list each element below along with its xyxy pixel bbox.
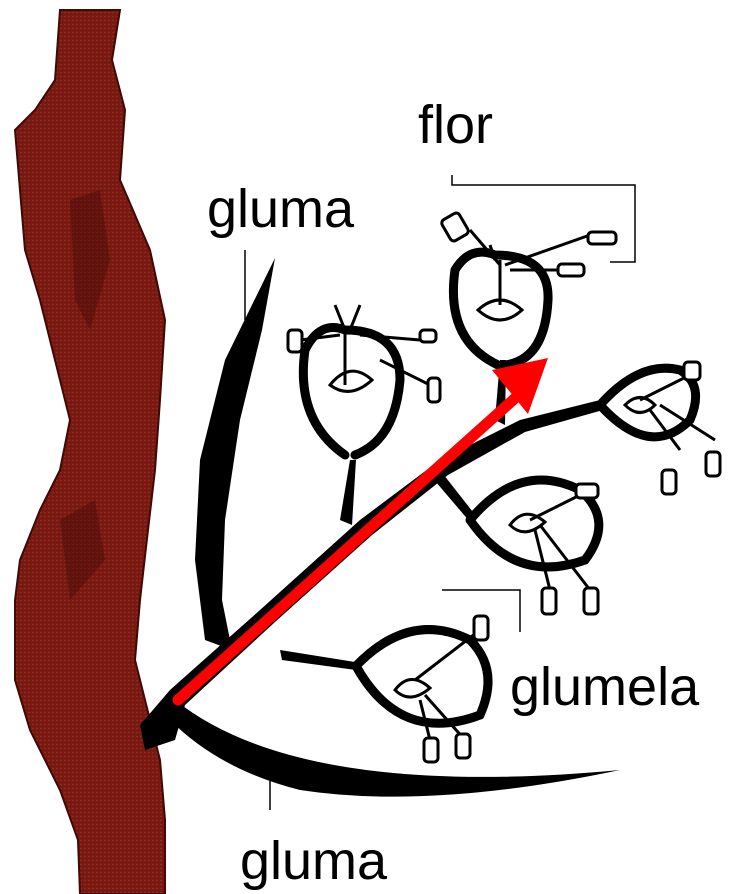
rachis-stem	[15, 10, 165, 894]
branch-upper	[340, 460, 356, 525]
label-gluma-top: gluma	[207, 182, 354, 236]
label-gluma-bottom: gluma	[240, 834, 387, 888]
label-glumela: glumela	[510, 660, 699, 714]
label-flor: flor	[418, 98, 493, 152]
gluma-upper	[195, 258, 275, 650]
branch-low	[280, 650, 356, 670]
